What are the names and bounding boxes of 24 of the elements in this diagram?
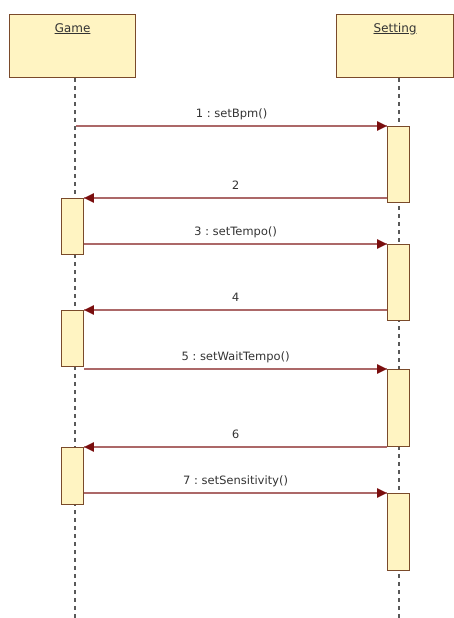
message-arrow: [84, 488, 387, 498]
message-label: 5 : setWaitTempo(): [179, 349, 292, 363]
message-arrow: [84, 442, 387, 452]
message-label: 2: [230, 178, 242, 192]
message-label: 7 : setSensitivity(): [181, 473, 290, 487]
object-name: Game: [54, 21, 90, 35]
activation-bar: [387, 244, 410, 321]
object-name: Setting: [374, 21, 416, 35]
message-arrow: [76, 121, 387, 131]
message-label: 3 : setTempo(): [192, 224, 279, 238]
message-label: 4: [230, 290, 242, 304]
activation-bar: [387, 369, 410, 447]
activation-bar: [61, 310, 84, 367]
activation-bar: [61, 447, 84, 505]
activation-bar: [61, 198, 84, 255]
activation-bar: [387, 493, 410, 571]
message-arrow: [84, 239, 387, 249]
activation-bar: [387, 126, 410, 203]
object-box: [336, 14, 454, 78]
object-box: [9, 14, 136, 78]
message-arrow: [84, 305, 387, 315]
message-arrow: [84, 364, 387, 374]
message-arrow: [84, 193, 387, 203]
message-label: 6: [230, 427, 242, 441]
